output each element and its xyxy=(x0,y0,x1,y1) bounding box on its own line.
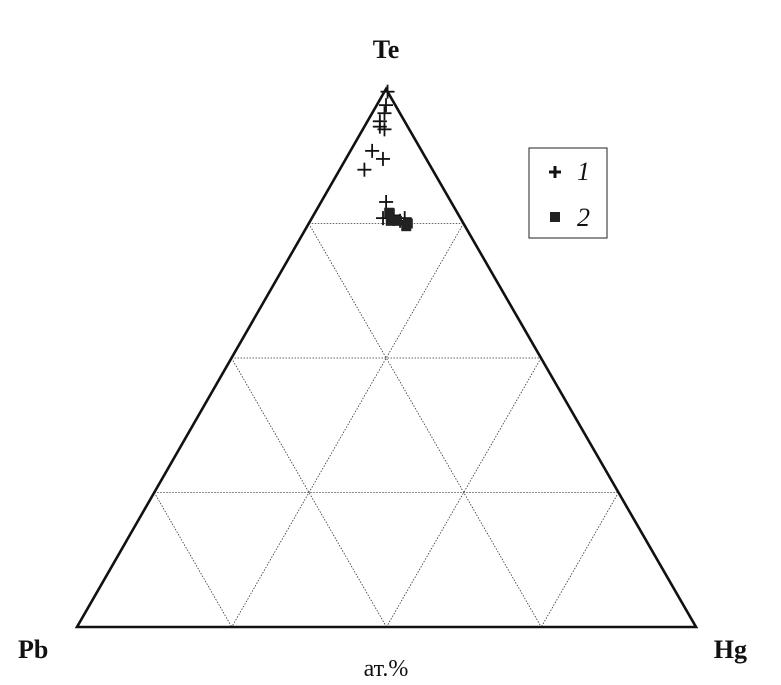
triangle-outline xyxy=(74,86,699,629)
series-1-point-9 xyxy=(357,162,372,177)
grid-line-hg-75 xyxy=(540,492,619,628)
apex-label-right: Hg xyxy=(714,635,747,664)
series-1-point-2 xyxy=(379,98,394,113)
grid-line-hg-25 xyxy=(231,223,464,628)
series-2-point-5 xyxy=(402,218,413,229)
grid-line-pb-25 xyxy=(308,223,542,628)
unit-label: ат.% xyxy=(364,656,409,682)
series-1-point-8 xyxy=(375,151,390,166)
legend-label-2: 2 xyxy=(577,203,590,232)
series-1-point-10 xyxy=(379,194,394,209)
apex-label-left: Pb xyxy=(18,635,48,664)
series-2-point-1 xyxy=(384,207,395,218)
grid-line-hg-50 xyxy=(386,357,542,628)
grid-line-pb-75 xyxy=(153,492,233,628)
series-1-point-7 xyxy=(365,143,380,158)
legend-plus-glyph xyxy=(549,166,561,178)
legend-square-glyph xyxy=(550,212,560,222)
grid-line-pb-50 xyxy=(231,357,387,628)
series-2-point-3 xyxy=(391,215,402,226)
legend-label-1: 1 xyxy=(577,157,590,186)
grid-lines xyxy=(153,223,619,628)
apex-label-top: Te xyxy=(373,35,400,64)
legend: 1 2 xyxy=(528,147,608,239)
series-1-point-6 xyxy=(377,122,392,137)
series-1-point-3 xyxy=(377,106,392,121)
legend-marker-square xyxy=(550,212,560,222)
series-2-point-2 xyxy=(385,215,396,226)
legend-marker-plus xyxy=(549,166,561,178)
legend-box xyxy=(528,147,608,239)
series-1-point-1 xyxy=(380,84,395,99)
data-points xyxy=(357,84,413,232)
